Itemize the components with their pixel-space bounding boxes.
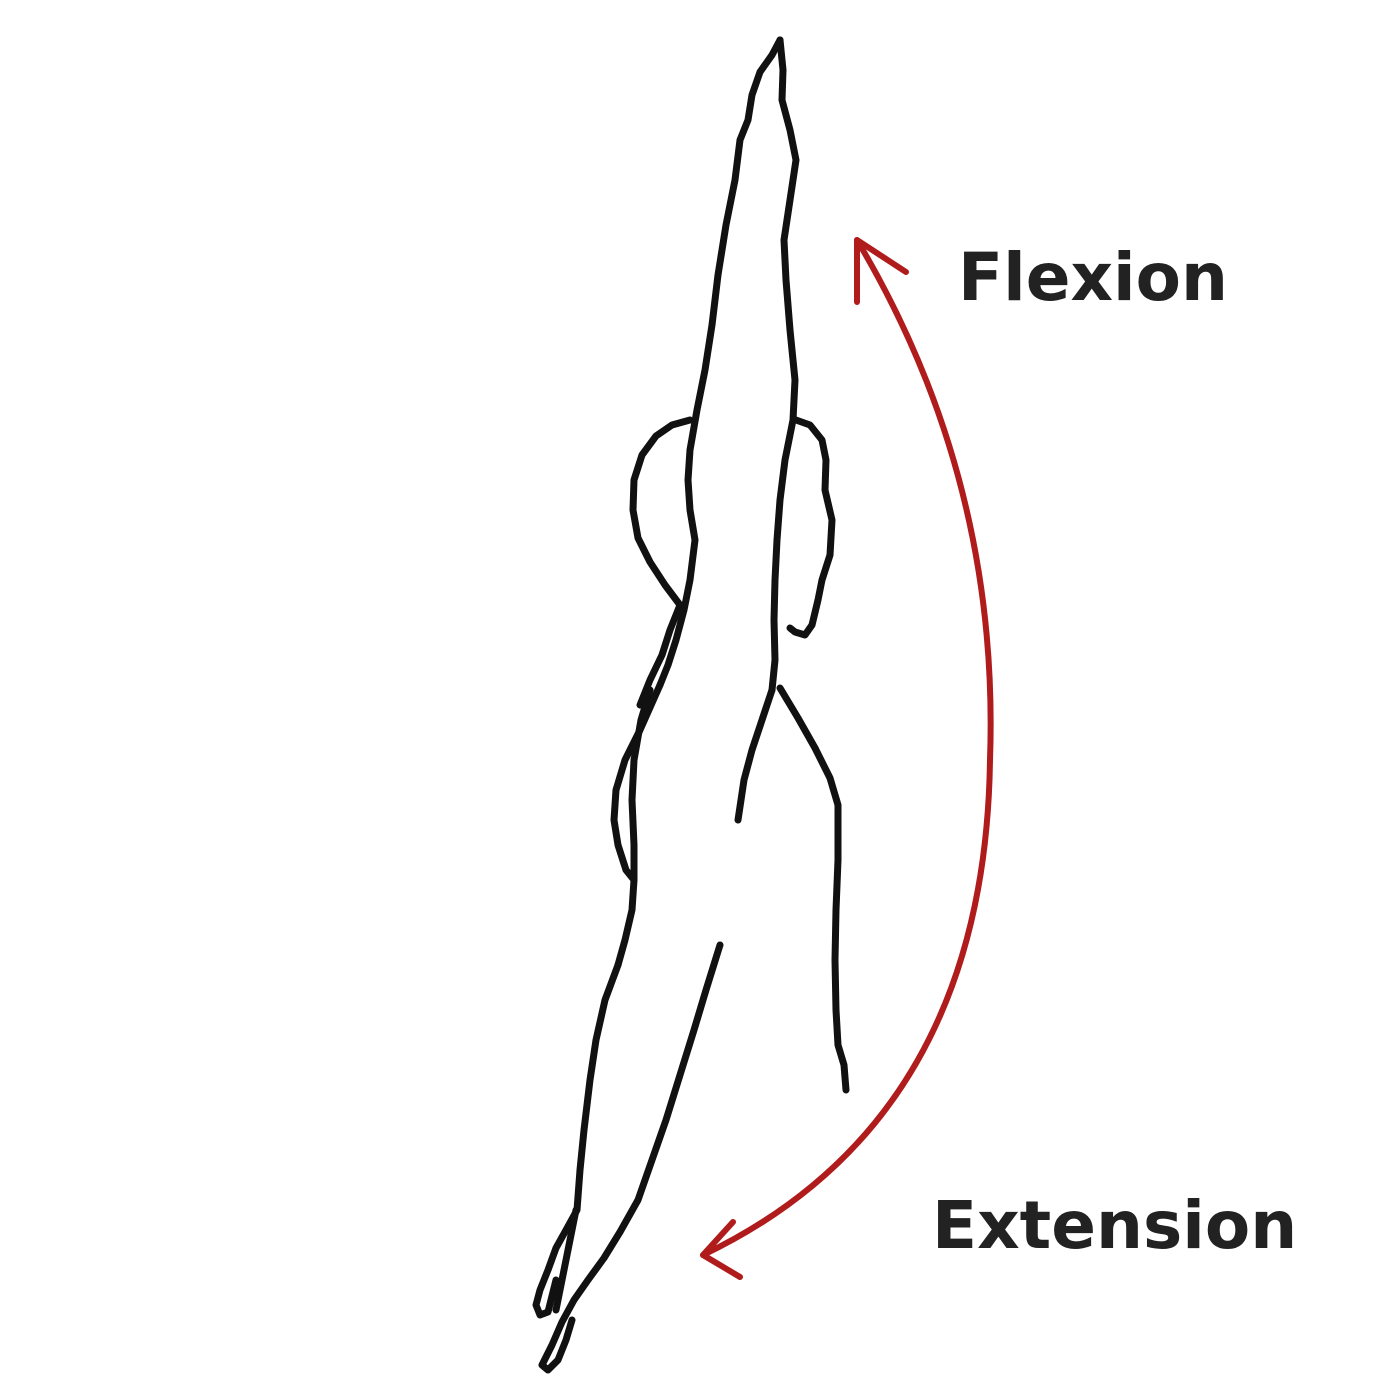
upper-back-outline: [786, 416, 836, 639]
torso-inner-line: [628, 686, 654, 884]
torso-left-edge: [610, 681, 664, 969]
back-line: [734, 686, 776, 824]
leg-left-edge: [532, 961, 622, 1319]
extension-label: Extension: [932, 1187, 1298, 1264]
leg-right-edge: [538, 941, 724, 1374]
hanging-arm-outer: [776, 684, 850, 1094]
head-outline: [629, 416, 694, 609]
extension-arrowhead: [700, 1219, 743, 1280]
flexion-arrowhead: [854, 237, 909, 305]
flexion-label: Flexion: [958, 239, 1228, 316]
shoulder-line: [636, 601, 684, 709]
knee-inner-line: [552, 1206, 580, 1314]
human-figure-outline: [532, 36, 850, 1374]
raised-arm-left-edge: [656, 36, 784, 689]
motion-arrow: [700, 237, 994, 1280]
raised-arm-right-edge: [768, 36, 800, 694]
motion-arc: [700, 237, 994, 1258]
